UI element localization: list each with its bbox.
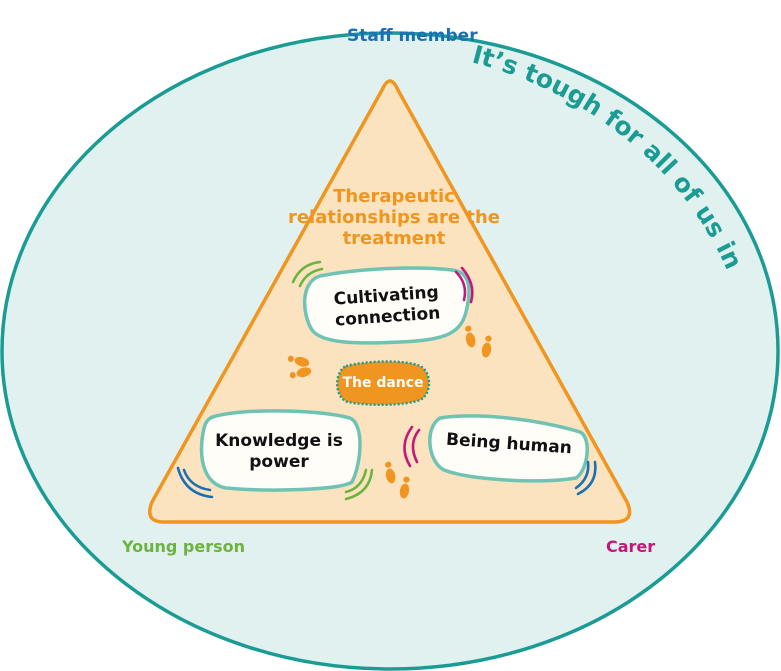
cultivating-connection-box [302, 266, 471, 345]
sound-wave-icon [574, 460, 597, 496]
cultivating-connection-label: Cultivating connection [333, 282, 441, 331]
sound-wave-icon [403, 425, 421, 468]
knowledge-is-power-label: Knowledge is power [215, 431, 343, 472]
carer-label: Carer [606, 537, 656, 556]
the-dance-box [336, 360, 431, 407]
sound-wave-icon [291, 260, 324, 288]
center-heading: Therapeutic relationships are the treatm… [287, 186, 501, 249]
sound-wave-icon [176, 466, 214, 499]
being-human-label: Being human [445, 429, 573, 458]
sound-wave-icon [454, 266, 474, 304]
being-human-box [428, 414, 589, 483]
young-person-label: Young person [122, 537, 246, 556]
the-dance-label: The dance [342, 374, 424, 391]
knowledge-is-power-box [199, 409, 362, 492]
staff-member-label: Staff member [347, 26, 478, 46]
sound-wave-icon [344, 468, 374, 501]
